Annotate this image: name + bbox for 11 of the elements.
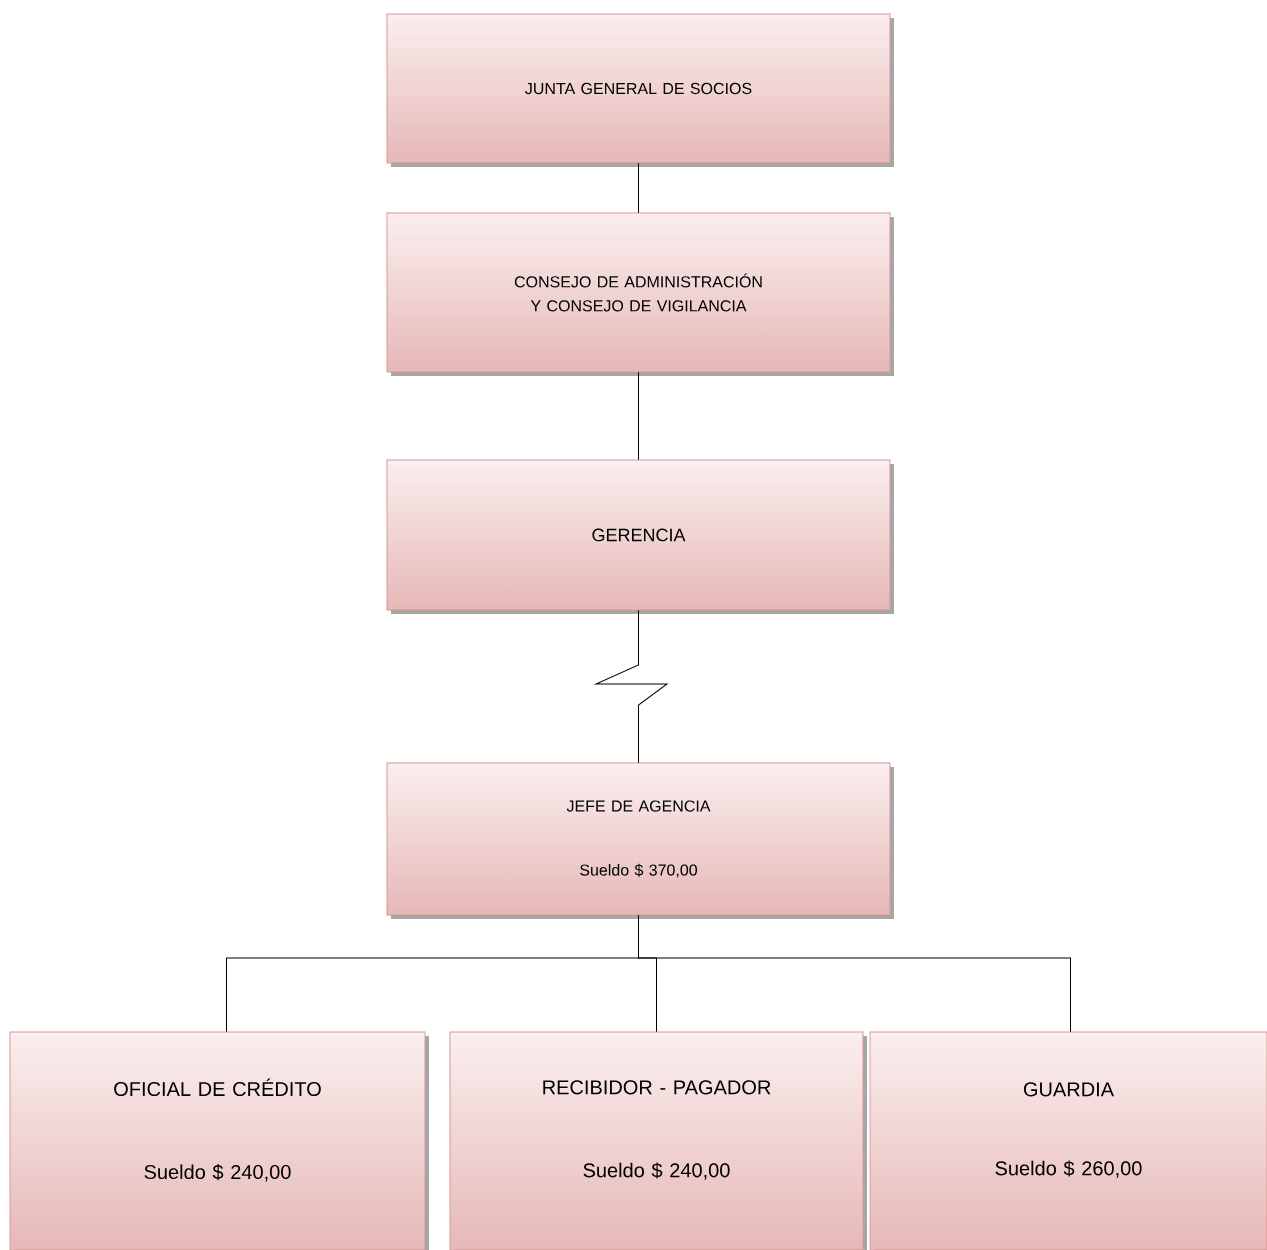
org-box: OFICIAL DE CRÉDITO Sueldo $ 240,00 [9, 1031, 429, 1250]
connector-line [638, 914, 1071, 1033]
org-box: JUNTA GENERAL DE SOCIOS [386, 13, 894, 167]
connector-line [595, 609, 668, 764]
org-box: GERENCIA [386, 459, 894, 614]
org-box: GUARDIA Sueldo $ 260,00 [869, 1031, 1267, 1250]
org-box: CONSEJO DE ADMINISTRACIÓN Y CONSEJO DE VIGILANCIA [386, 212, 894, 376]
connector-line [638, 162, 639, 214]
connector-line [638, 371, 639, 461]
org-box: RECIBIDOR - PAGADOR Sueldo $ 240,00 [449, 1031, 867, 1250]
org-box: JEFE DE AGENCIA Sueldo $ 370,00 [386, 762, 894, 919]
